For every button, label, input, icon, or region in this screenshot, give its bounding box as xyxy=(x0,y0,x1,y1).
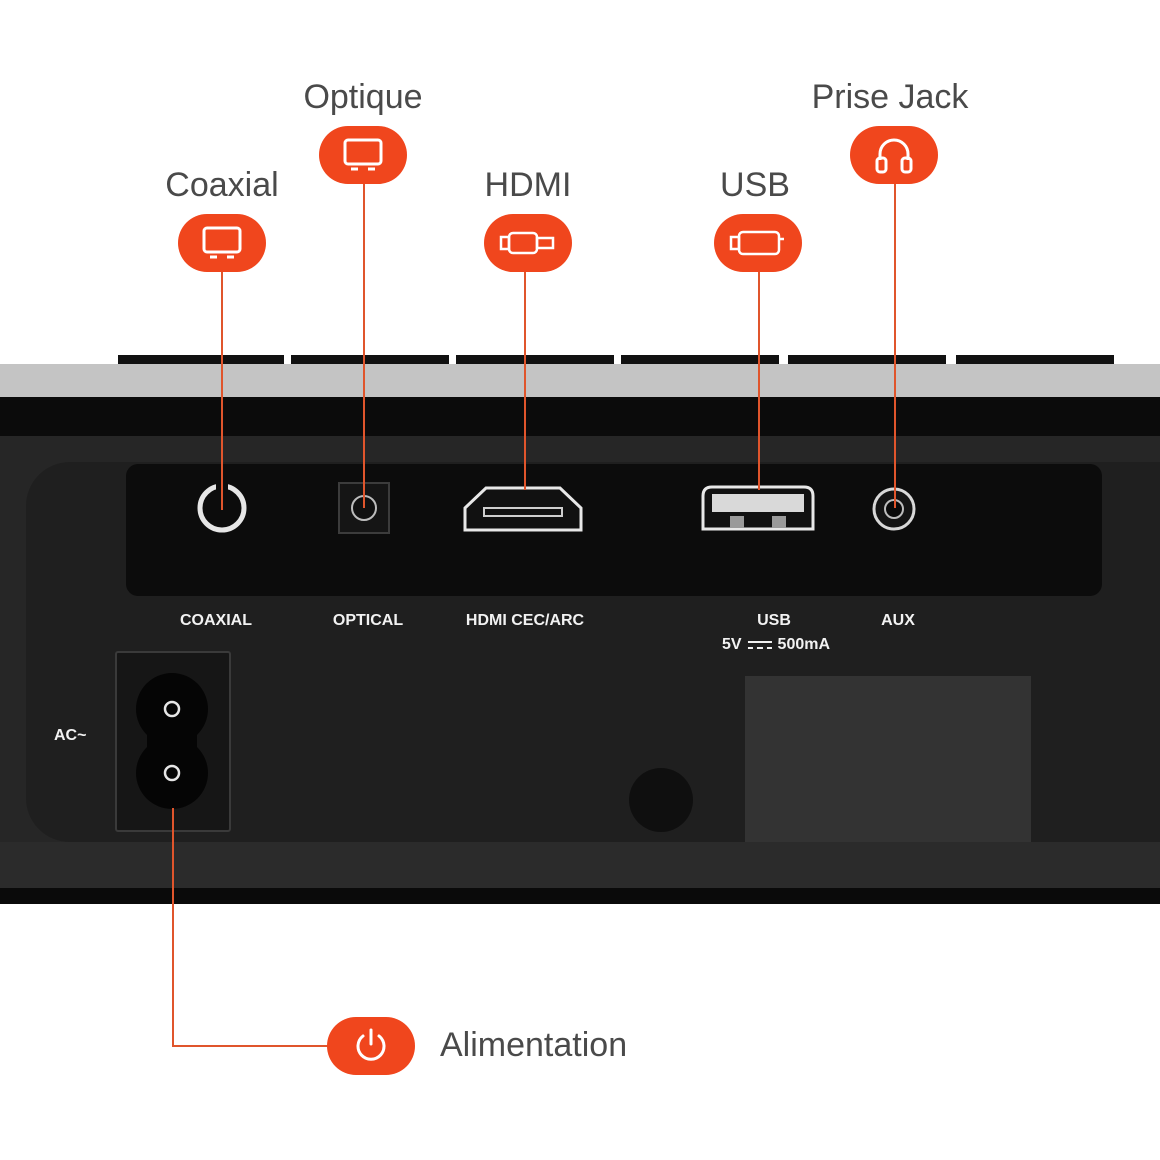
display-icon xyxy=(343,138,383,171)
usb-spec-current: 500mA xyxy=(777,636,831,653)
usb-port-label: USB xyxy=(757,612,791,629)
hdmi-plug-icon xyxy=(499,231,555,255)
top-tab xyxy=(621,355,779,364)
aux-port-label: AUX xyxy=(881,612,915,629)
hdmi-callout-title: HDMI xyxy=(484,166,572,204)
soundbar-bottom-lip xyxy=(0,842,1160,890)
soundbar-edge-strip xyxy=(0,397,1160,437)
coaxial-callout-badge xyxy=(178,214,266,272)
top-tab xyxy=(291,355,449,364)
figure-eight-socket-icon xyxy=(136,673,208,809)
ac-power-socket[interactable] xyxy=(115,651,231,832)
ac-label: AC~ xyxy=(54,727,87,744)
prise-jack-callout-badge xyxy=(850,126,938,184)
headphones-icon xyxy=(875,138,913,174)
prise-jack-callout-title: Prise Jack xyxy=(811,78,969,116)
port-bay xyxy=(126,464,1102,596)
usb-leader-line xyxy=(758,270,760,490)
usb-port[interactable] xyxy=(700,484,816,532)
alimentation-leader-vertical xyxy=(172,808,174,1046)
display-icon xyxy=(202,226,242,259)
coaxial-callout-title: Coaxial xyxy=(165,166,279,204)
usb-plug-icon xyxy=(729,230,784,256)
power-icon xyxy=(356,1028,386,1061)
alimentation-callout-badge xyxy=(327,1017,415,1075)
hdmi-port-label: HDMI CEC/ARC xyxy=(465,612,585,629)
optique-callout-title: Optique xyxy=(303,78,423,116)
soundbar-top-strip xyxy=(0,364,1160,398)
hdmi-port[interactable] xyxy=(462,484,584,534)
top-tab xyxy=(788,355,946,364)
coaxial-leader-line xyxy=(221,270,223,510)
soundbar-bottom-edge xyxy=(0,888,1160,904)
rating-label-plate xyxy=(745,676,1031,842)
usb-callout-badge xyxy=(714,214,802,272)
hdmi-leader-line xyxy=(524,270,526,490)
rubber-foot xyxy=(629,768,693,832)
usb-spec-voltage: 5V xyxy=(721,636,742,653)
alimentation-callout-title: Alimentation xyxy=(440,1026,628,1064)
hdmi-callout-badge xyxy=(484,214,572,272)
top-tab xyxy=(118,355,284,364)
optique-leader-line xyxy=(363,182,365,508)
usb-callout-title: USB xyxy=(720,166,790,204)
prise-jack-leader-line xyxy=(894,182,896,508)
dc-symbol-icon xyxy=(747,641,772,649)
coaxial-port-label: COAXIAL xyxy=(180,612,252,629)
optical-port-label: OPTICAL xyxy=(332,612,404,629)
top-tab xyxy=(456,355,614,364)
optique-callout-badge xyxy=(319,126,407,184)
alimentation-leader-horizontal xyxy=(172,1045,332,1047)
top-tab xyxy=(956,355,1114,364)
usb-power-spec: 5V 500mA xyxy=(722,636,830,654)
